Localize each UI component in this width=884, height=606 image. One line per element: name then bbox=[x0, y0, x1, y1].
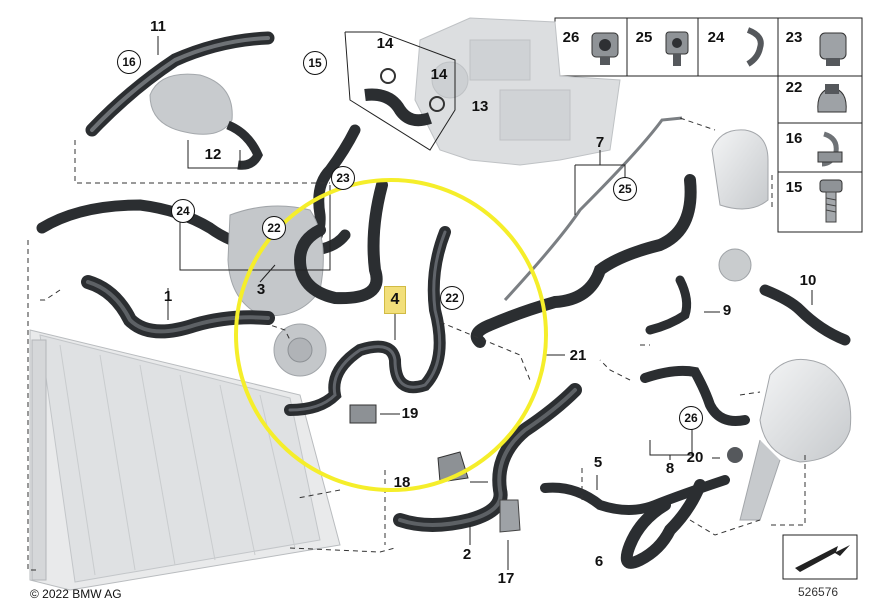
part-label-21: 21 bbox=[569, 347, 587, 364]
part-label-18: 18 bbox=[393, 474, 411, 491]
diagram-id: 526576 bbox=[798, 585, 839, 599]
legend-clip-25-icon bbox=[665, 31, 689, 66]
sensor-20 bbox=[727, 447, 743, 463]
hose-10 bbox=[759, 284, 851, 346]
part-label-5: 5 bbox=[593, 454, 603, 471]
part-label-6: 6 bbox=[594, 553, 604, 570]
part-label-2: 2 bbox=[462, 546, 472, 563]
legend-num-22: 22 bbox=[785, 79, 803, 96]
part-label-11: 11 bbox=[150, 18, 166, 35]
hose-13 bbox=[364, 68, 445, 127]
legend-num-24: 24 bbox=[707, 29, 725, 46]
part-label-14b: 14 bbox=[430, 66, 448, 83]
part-circle-26: 26 bbox=[679, 406, 703, 430]
legend-clip-26-icon bbox=[591, 32, 619, 65]
legend-clip-22-icon bbox=[817, 84, 847, 113]
part-label-17: 17 bbox=[497, 570, 515, 587]
copyright-text: © 2022 BMW AG bbox=[30, 587, 122, 601]
part-label-8: 8 bbox=[665, 460, 675, 477]
dashed-lines bbox=[27, 117, 806, 571]
hose-8 bbox=[640, 365, 750, 426]
expansion-tank-lower bbox=[739, 358, 852, 521]
water-pump bbox=[273, 323, 327, 377]
part-circle-22-left: 22 bbox=[262, 216, 286, 240]
part-label-4-highlighted: 4 bbox=[384, 286, 406, 314]
part-label-3: 3 bbox=[256, 281, 266, 298]
legend-clip-16-icon bbox=[817, 131, 843, 167]
part-label-20: 20 bbox=[686, 449, 704, 466]
part-label-10: 10 bbox=[799, 272, 817, 289]
part-circle-22-middle: 22 bbox=[440, 286, 464, 310]
legend-num-16: 16 bbox=[785, 130, 803, 147]
engine-block bbox=[414, 17, 621, 166]
legend-clip-24-icon bbox=[746, 27, 764, 67]
pump-12 bbox=[149, 73, 263, 170]
part-label-7: 7 bbox=[595, 134, 605, 151]
line-7 bbox=[503, 116, 683, 302]
legend-screw-15-icon bbox=[819, 179, 843, 223]
bracket-17 bbox=[499, 499, 521, 533]
hose-4-loop bbox=[293, 179, 388, 305]
hose-7-main bbox=[470, 174, 697, 348]
legend-num-25: 25 bbox=[635, 29, 653, 46]
hose-11 bbox=[85, 31, 275, 137]
legend-clip-23-icon bbox=[819, 32, 847, 66]
part-label-9: 9 bbox=[722, 302, 732, 319]
legend-num-26: 26 bbox=[562, 29, 580, 46]
expansion-tank-upper bbox=[711, 129, 769, 210]
highlight-circle bbox=[234, 178, 548, 492]
hose-9 bbox=[645, 275, 692, 335]
part-circle-15: 15 bbox=[303, 51, 327, 75]
part-circle-23: 23 bbox=[331, 166, 355, 190]
hose-4 bbox=[284, 226, 451, 416]
bracket-19 bbox=[349, 404, 377, 424]
part-label-19: 19 bbox=[401, 405, 419, 422]
part-label-13: 13 bbox=[471, 98, 489, 115]
legend-num-15: 15 bbox=[785, 179, 803, 196]
leader-lines bbox=[157, 31, 813, 570]
hose-2 bbox=[393, 383, 582, 532]
part-circle-24-left: 24 bbox=[171, 199, 195, 223]
hose-6 bbox=[620, 479, 706, 569]
part-label-14a: 14 bbox=[376, 35, 394, 52]
hose-5 bbox=[540, 475, 730, 515]
hose-1 bbox=[81, 275, 275, 339]
valve-10 bbox=[718, 248, 752, 282]
part-label-1: 1 bbox=[163, 288, 173, 305]
part-circle-16: 16 bbox=[117, 50, 141, 74]
legend-num-23: 23 bbox=[785, 29, 803, 46]
part-circle-25: 25 bbox=[613, 177, 637, 201]
orientation-arrow-icon bbox=[782, 534, 858, 580]
part-label-12: 12 bbox=[204, 146, 222, 163]
